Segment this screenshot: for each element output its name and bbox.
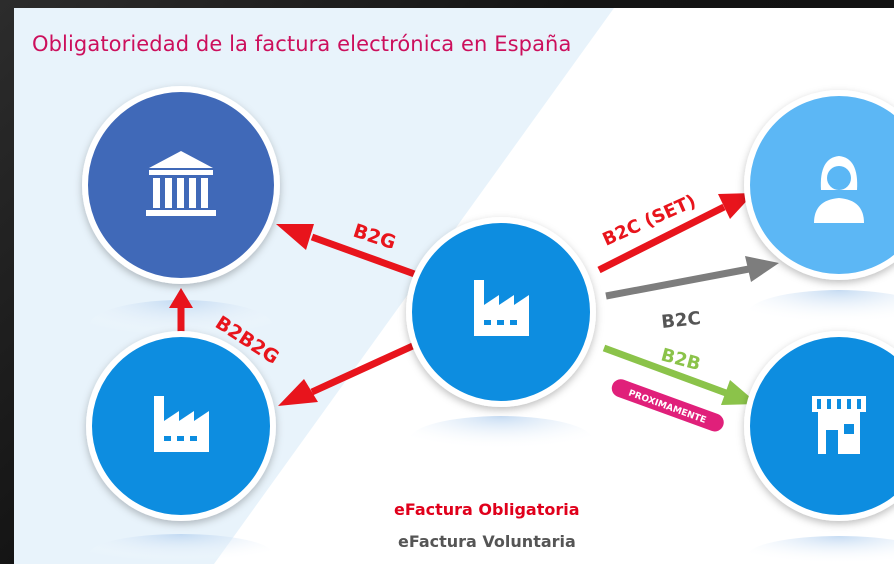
b2c-label: B2C — [660, 308, 701, 333]
b2g-arrow — [276, 224, 422, 280]
legend-mandatory: eFactura Obligatoria — [394, 500, 580, 519]
person-icon — [814, 156, 864, 223]
b2c-arrow — [605, 256, 779, 300]
b2g-label: B2G — [350, 220, 398, 254]
business-node-reflection — [747, 536, 894, 564]
issuer-node-reflection — [409, 416, 593, 464]
factory-icon — [154, 396, 209, 452]
factory-icon — [474, 280, 529, 336]
slide-title: Obligatoriedad de la factura electrónica… — [32, 32, 572, 56]
e-invoice-diagram: B2G B2B2G B2C (SET) B2C B2B PROXIMAMENTE — [82, 86, 894, 564]
store-icon — [812, 396, 866, 454]
b2c-set-arrow — [597, 193, 754, 274]
b2b2g-arrow — [278, 340, 419, 406]
consumer-node — [744, 90, 894, 280]
consumer-node-reflection — [747, 290, 894, 338]
government-building-icon — [146, 151, 216, 216]
intermediary-node-reflection — [89, 534, 273, 564]
legend-voluntary: eFactura Voluntaria — [398, 532, 576, 551]
slide: Obligatoriedad de la factura electrónica… — [14, 8, 894, 564]
